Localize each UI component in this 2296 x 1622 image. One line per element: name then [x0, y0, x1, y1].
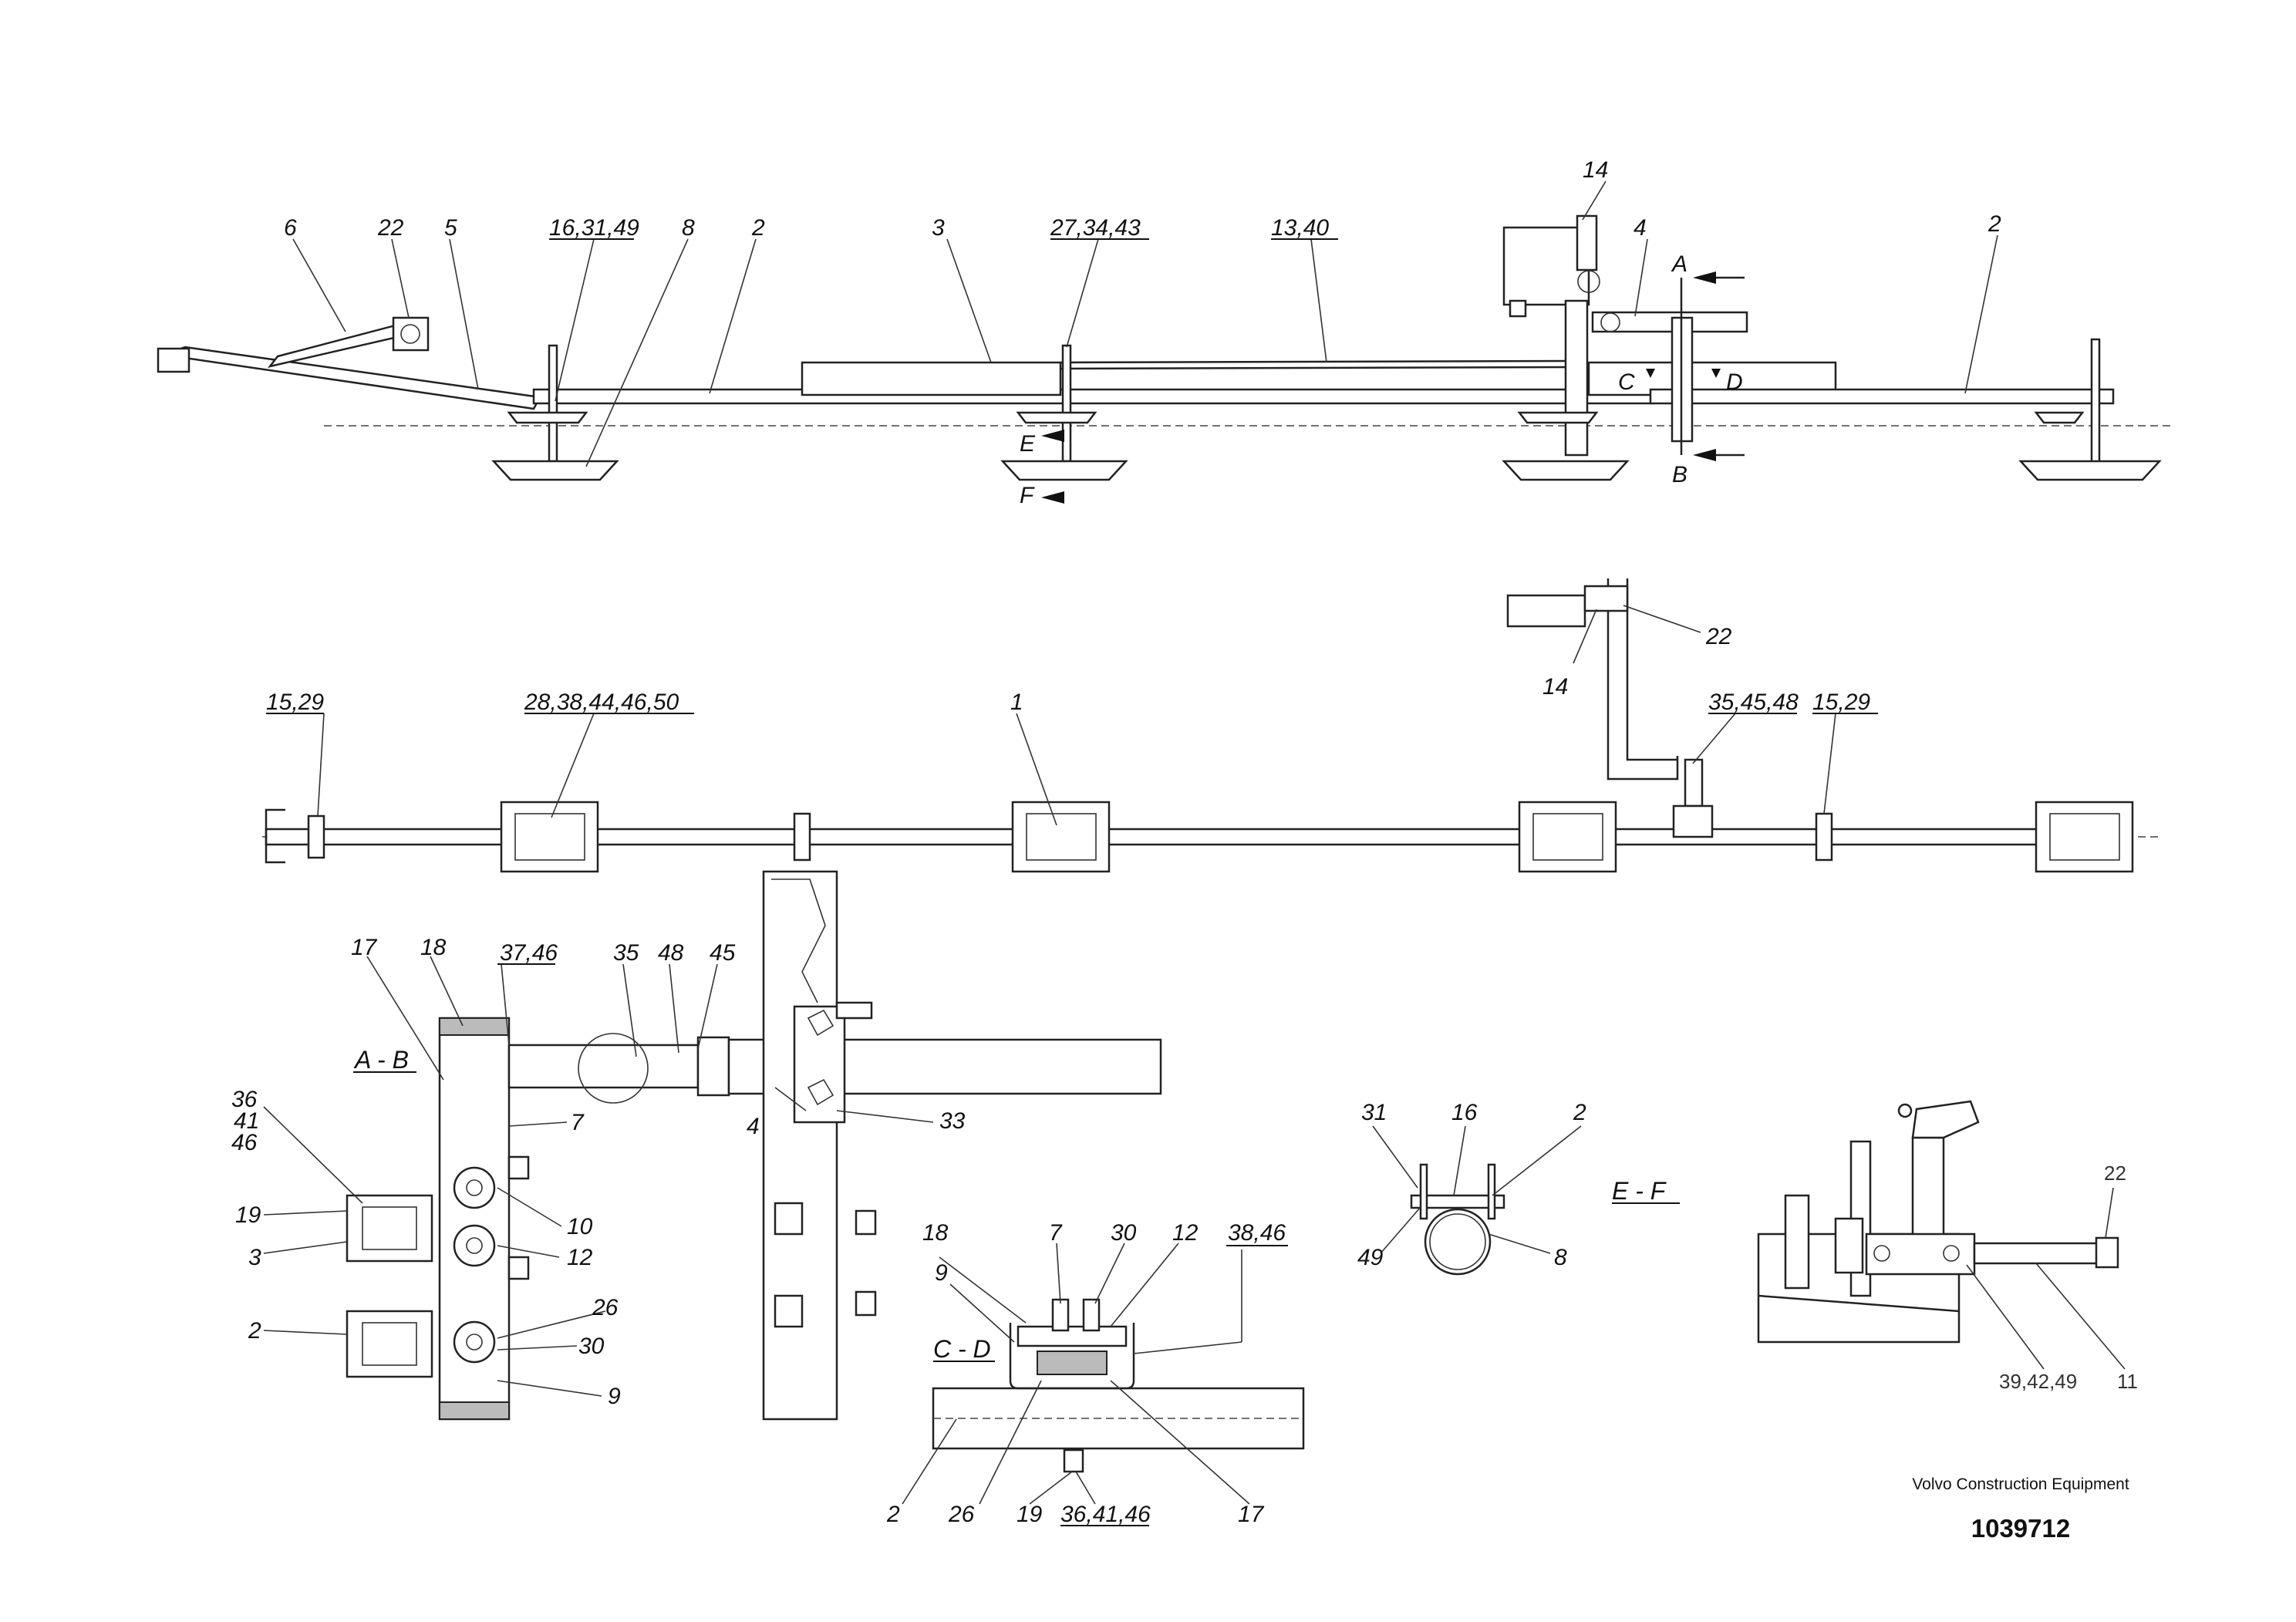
callout-45: 45 — [710, 940, 736, 966]
callout-2-right: 2 — [1988, 211, 2001, 237]
callout-3: 3 — [932, 215, 945, 241]
section-mark-e: E — [1020, 431, 1036, 457]
callout-28-38-44-46-50: 28,38,44,46,50 — [524, 690, 679, 715]
callout-38-46: 38,46 — [1228, 1220, 1286, 1246]
callout-26: 26 — [592, 1295, 619, 1320]
callout-19: 19 — [235, 1202, 261, 1228]
callout-17: 17 — [351, 935, 378, 960]
detail-pad-clamp: 31 16 2 49 8 — [1357, 1100, 1586, 1276]
callout-36-41-46: 36,41,46 — [1060, 1502, 1151, 1527]
callout-16-31-49: 16,31,49 — [549, 215, 639, 241]
callout-14: 14 — [1583, 157, 1608, 183]
callout-1: 1 — [1010, 690, 1023, 715]
callout-7-cd: 7 — [1049, 1220, 1063, 1246]
callout-48: 48 — [658, 940, 684, 966]
callout-35: 35 — [613, 940, 639, 966]
callout-15-29-right: 15,29 — [1812, 690, 1870, 715]
callout-5: 5 — [444, 215, 457, 241]
callout-18-cd: 18 — [922, 1220, 949, 1246]
callout-30-cd: 30 — [1111, 1220, 1137, 1246]
callout-8: 8 — [682, 215, 695, 241]
top-view: 15,29 28,38,44,46,50 1 22 14 35,45,48 15… — [262, 578, 2159, 873]
callout-37-46: 37,46 — [500, 940, 558, 966]
section-title-c-d: C - D — [933, 1335, 991, 1363]
document-number: 1039712 — [1971, 1514, 2071, 1543]
callout-2: 2 — [751, 215, 765, 241]
callout-22-top: 22 — [1705, 624, 1732, 649]
section-mark-a: A — [1671, 251, 1687, 277]
callout-9-cd: 9 — [935, 1260, 948, 1286]
section-mark-f: F — [1020, 483, 1035, 508]
callout-11: 11 — [2117, 1370, 2138, 1393]
company-name: Volvo Construction Equipment — [1912, 1475, 2129, 1493]
section-a-b: A - B 17 18 37,46 35 48 45 36 41 46 19 3… — [231, 870, 1162, 1421]
callout-8-detail: 8 — [1554, 1245, 1567, 1270]
section-e-f: E - F 22 39,42,49 11 — [1612, 1100, 2138, 1393]
callout-10: 10 — [567, 1214, 593, 1239]
section-c-d: C - D 18 7 30 12 38,46 9 2 26 19 36,41,4… — [886, 1220, 1305, 1527]
callout-33: 33 — [939, 1108, 966, 1134]
callout-4-ab: 4 — [747, 1114, 760, 1139]
callout-36: 36 — [231, 1087, 258, 1112]
callout-9: 9 — [608, 1384, 621, 1409]
callout-22-ef: 22 — [2104, 1162, 2126, 1185]
callout-2-cd: 2 — [886, 1502, 900, 1527]
callout-14-top: 14 — [1542, 674, 1568, 700]
callout-16: 16 — [1451, 1100, 1478, 1125]
callout-41: 41 — [234, 1108, 259, 1134]
callout-46: 46 — [231, 1130, 258, 1155]
callout-39-42-49: 39,42,49 — [1999, 1370, 2077, 1393]
callout-26-cd: 26 — [948, 1502, 975, 1527]
callout-7: 7 — [571, 1110, 585, 1135]
callout-22: 22 — [377, 215, 404, 241]
section-title-e-f: E - F — [1612, 1177, 1667, 1205]
callout-31: 31 — [1361, 1100, 1387, 1125]
callout-49: 49 — [1357, 1245, 1384, 1270]
callout-30: 30 — [578, 1334, 605, 1359]
callout-27-34-43: 27,34,43 — [1050, 215, 1141, 241]
callout-6: 6 — [284, 215, 297, 241]
callout-17-cd: 17 — [1238, 1502, 1265, 1527]
callout-2-ab: 2 — [248, 1318, 261, 1344]
callout-13-40: 13,40 — [1271, 215, 1329, 241]
callout-19-cd: 19 — [1017, 1502, 1043, 1527]
callout-15-29: 15,29 — [266, 690, 324, 715]
section-title-a-b: A - B — [353, 1046, 409, 1074]
callout-4: 4 — [1633, 215, 1647, 241]
section-mark-d: D — [1726, 369, 1743, 395]
callout-3-ab: 3 — [248, 1245, 261, 1270]
callout-12-cd: 12 — [1172, 1220, 1199, 1246]
side-view: 6 22 5 16,31,49 8 2 3 27,34,43 13,40 14 … — [157, 157, 2175, 508]
section-mark-c: C — [1618, 369, 1635, 395]
section-mark-b: B — [1672, 462, 1687, 487]
callout-2-detail: 2 — [1573, 1100, 1586, 1125]
callout-12: 12 — [567, 1245, 593, 1270]
callout-35-45-48: 35,45,48 — [1708, 690, 1799, 715]
callout-18: 18 — [420, 935, 447, 960]
